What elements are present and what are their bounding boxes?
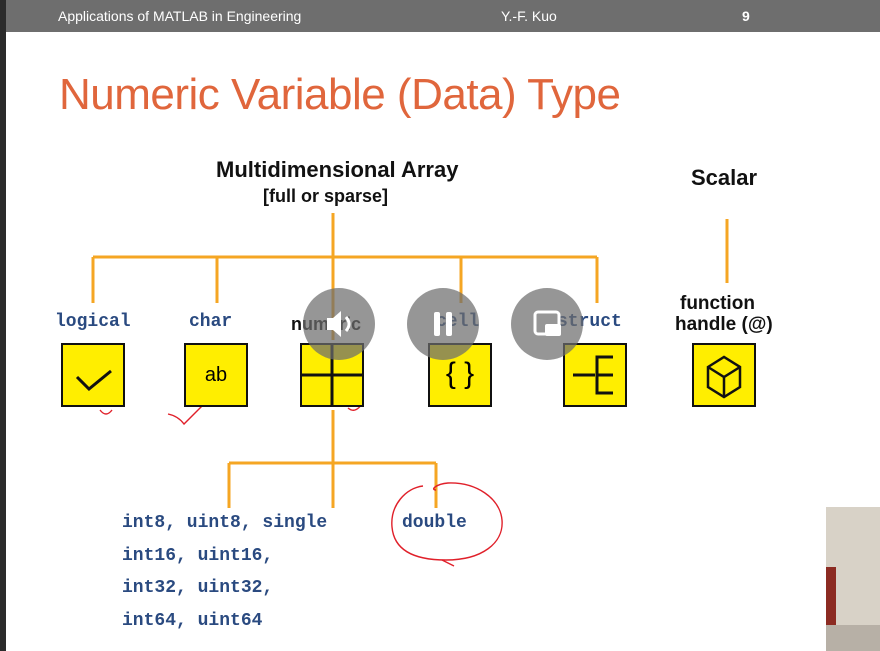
numeric-type-double: double [402,513,467,533]
author: Y.-F. Kuo [501,8,557,24]
picture-in-picture-button[interactable] [511,288,583,360]
type-char: char [189,312,233,332]
scalar-label: Scalar [691,165,758,190]
function-handle-icon [692,343,756,407]
char-icon: ab [184,343,248,407]
tree-lines [91,213,729,567]
pause-icon [434,312,452,336]
volume-icon [327,311,351,337]
slide-title: Numeric Variable (Data) Type [59,70,621,119]
root-sublabel: [full or sparse] [263,186,389,206]
slide-header: Applications of MATLAB in Engineering Y.… [6,0,880,32]
numeric-types-row-2: int16, uint16, [122,546,274,566]
pause-button[interactable] [407,288,479,360]
logical-icon [61,343,125,407]
struct-icon [563,343,627,407]
volume-button[interactable] [303,288,375,360]
numeric-types-row-1: int8, uint8, single [122,513,328,533]
function-label: function [680,293,755,314]
page-number: 9 [742,8,750,24]
picture-in-picture-icon [533,310,561,336]
numeric-types-row-3: int32, uint32, [122,578,274,598]
type-logical: logical [55,312,131,332]
root-label: Multidimensional Array [216,157,459,182]
slide: Applications of MATLAB in Engineering Y.… [6,0,880,651]
numeric-types-row-4: int64, uint64 [122,611,263,631]
webcam-thumbnail [826,507,880,651]
handle-label: handle (@) [675,314,773,335]
course-title: Applications of MATLAB in Engineering [58,8,302,24]
